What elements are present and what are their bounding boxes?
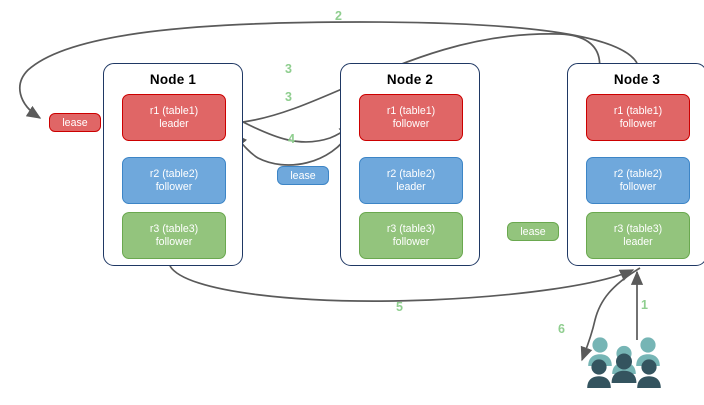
- node-title: Node 2: [386, 72, 434, 87]
- replica-node3-r3[interactable]: r3 (table3) leader: [586, 212, 690, 259]
- replica-node2-r1[interactable]: r1 (table1) follower: [359, 94, 463, 141]
- people-group-icon: [587, 337, 661, 388]
- replica-node2-r3[interactable]: r3 (table3) follower: [359, 212, 463, 259]
- step-number-4: 4: [288, 132, 295, 146]
- lease-label: lease: [290, 169, 316, 182]
- replica-role: follower: [155, 180, 193, 193]
- step-number-3b: 3: [285, 90, 292, 104]
- replica-name: r1 (table1): [386, 104, 436, 117]
- step-number-5: 5: [396, 300, 403, 314]
- replica-name: r2 (table2): [149, 167, 199, 180]
- replica-node1-r2[interactable]: r2 (table2) follower: [122, 157, 226, 204]
- replica-role: leader: [623, 235, 653, 248]
- replica-role: leader: [396, 180, 426, 193]
- replica-role: leader: [159, 117, 189, 130]
- replica-name: r3 (table3): [386, 222, 436, 235]
- node-title: Node 3: [613, 72, 661, 87]
- replica-name: r3 (table3): [613, 222, 663, 235]
- replica-name: r2 (table2): [613, 167, 663, 180]
- replica-role: follower: [619, 117, 657, 130]
- replica-node3-r1[interactable]: r1 (table1) follower: [586, 94, 690, 141]
- replica-role: follower: [619, 180, 657, 193]
- replica-role: follower: [392, 117, 430, 130]
- replica-node3-r2[interactable]: r2 (table2) follower: [586, 157, 690, 204]
- lease-badge-green[interactable]: lease: [507, 222, 559, 241]
- replica-name: r1 (table1): [149, 104, 199, 117]
- arrow-step-3-to-node2: [242, 121, 353, 143]
- step-number-3a: 3: [285, 62, 292, 76]
- replica-role: follower: [155, 235, 193, 248]
- lease-label: lease: [62, 116, 88, 129]
- lease-badge-blue[interactable]: lease: [277, 166, 329, 185]
- replica-node1-r1[interactable]: r1 (table1) leader: [122, 94, 226, 141]
- node-box-node3[interactable]: Node 3 r1 (table1) follower r2 (table2) …: [567, 63, 704, 266]
- replica-name: r3 (table3): [149, 222, 199, 235]
- replica-name: r2 (table2): [386, 167, 436, 180]
- arrow-step-5: [169, 265, 635, 302]
- replica-name: r1 (table1): [613, 104, 663, 117]
- replica-node1-r3[interactable]: r3 (table3) follower: [122, 212, 226, 259]
- replica-node2-r2[interactable]: r2 (table2) leader: [359, 157, 463, 204]
- step-number-1: 1: [641, 298, 648, 312]
- node-box-node2[interactable]: Node 2 r1 (table1) follower r2 (table2) …: [340, 63, 480, 266]
- replica-role: follower: [392, 235, 430, 248]
- step-number-2: 2: [335, 9, 342, 23]
- clients-group[interactable]: [586, 336, 662, 390]
- lease-badge-red[interactable]: lease: [49, 113, 101, 132]
- node-box-node1[interactable]: Node 1 r1 (table1) leader r2 (table2) fo…: [103, 63, 243, 266]
- lease-label: lease: [520, 225, 546, 238]
- node-title: Node 1: [149, 72, 197, 87]
- step-number-6: 6: [558, 322, 565, 336]
